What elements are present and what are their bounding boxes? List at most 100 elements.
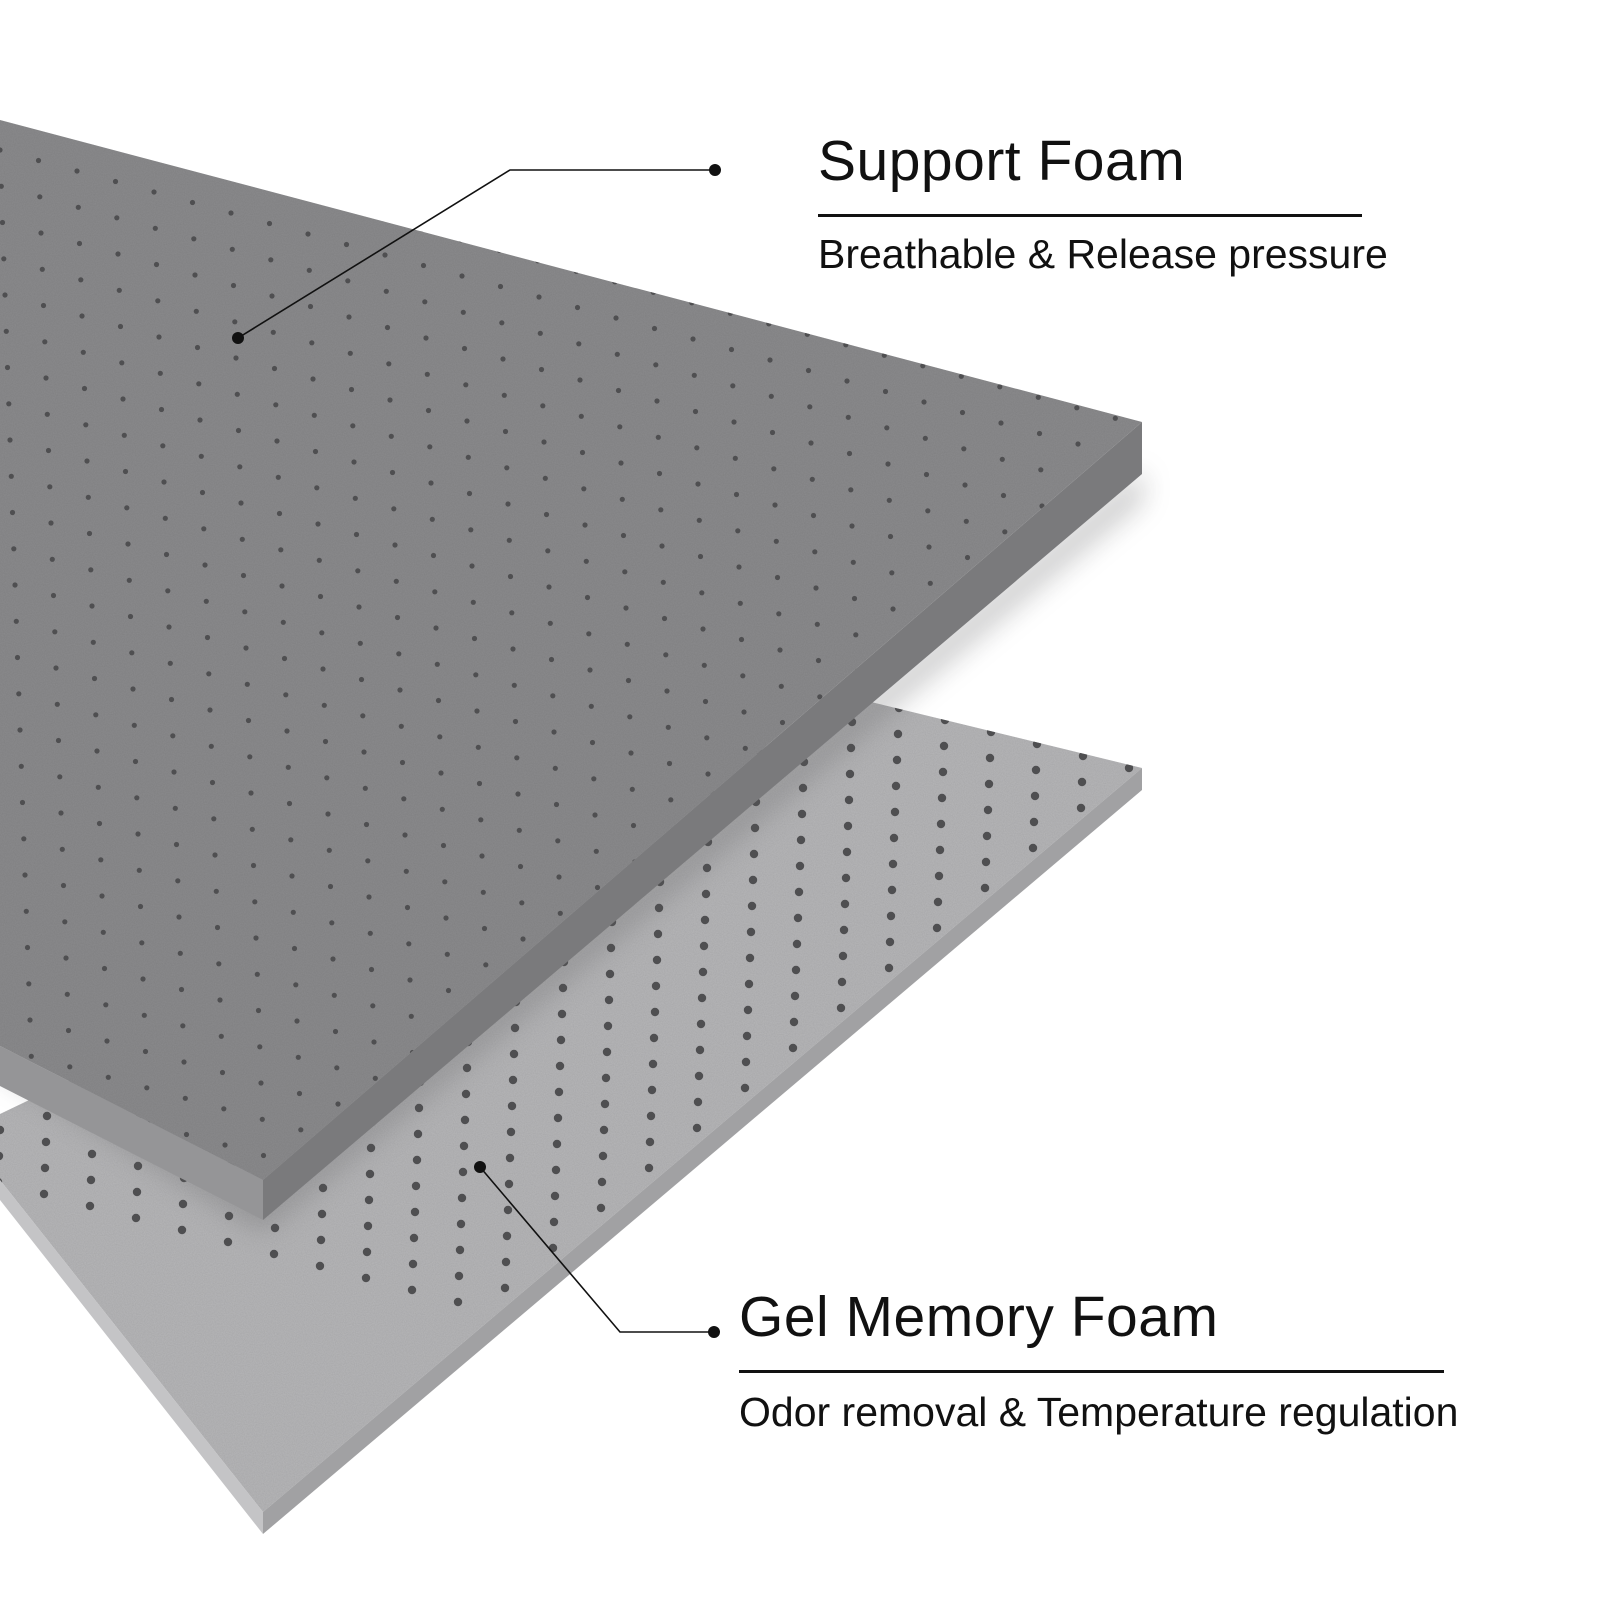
perforation-hole bbox=[37, 194, 43, 200]
perforation-hole bbox=[1156, 571, 1161, 576]
perforation-hole bbox=[1118, 919, 1128, 929]
perforation-hole bbox=[730, 1343, 740, 1353]
perforation-hole bbox=[1116, 971, 1126, 981]
perforation-hole bbox=[1018, 1000, 1024, 1006]
perforation-hole bbox=[646, 1111, 656, 1121]
perforation-hole bbox=[550, 1191, 560, 1201]
perforation-hole bbox=[207, 707, 213, 713]
perforation-hole bbox=[419, 226, 425, 232]
perforation-hole bbox=[623, 605, 629, 611]
perforation-hole bbox=[76, 1318, 81, 1323]
perforation-hole bbox=[219, 1069, 226, 1076]
perforation-hole bbox=[253, 935, 259, 941]
perforation-hole bbox=[331, 992, 337, 998]
perforation-hole bbox=[87, 1149, 97, 1159]
perforation-hole bbox=[461, 1423, 466, 1428]
perforation-hole bbox=[196, 1494, 201, 1499]
perforation-hole bbox=[23, 908, 29, 914]
perforation-hole bbox=[1066, 1063, 1076, 1073]
perforation-hole bbox=[104, 1038, 110, 1044]
perforation-hole bbox=[651, 981, 661, 991]
perforation-hole bbox=[556, 1035, 566, 1045]
perforation-hole bbox=[538, 366, 545, 373]
perforation-hole bbox=[249, 826, 255, 832]
perforation-hole bbox=[214, 924, 221, 931]
perforation-hole bbox=[937, 793, 947, 803]
perforation-hole bbox=[314, 485, 320, 491]
perforation-hole bbox=[555, 1061, 565, 1071]
perforation-hole bbox=[17, 727, 23, 733]
perforation-hole bbox=[471, 635, 478, 642]
perforation-hole bbox=[594, 884, 601, 891]
perforation-hole bbox=[552, 765, 558, 771]
perforation-hole bbox=[216, 961, 222, 967]
perforation-hole bbox=[152, 225, 158, 231]
perforation-hole bbox=[178, 986, 185, 993]
perforation-hole bbox=[1015, 927, 1022, 934]
perforation-hole bbox=[768, 1471, 773, 1476]
perforation-hole bbox=[831, 1133, 841, 1143]
support-foam-leader-line bbox=[237, 169, 715, 339]
perforation-hole bbox=[237, 464, 243, 470]
perforation-hole bbox=[625, 677, 632, 684]
perforation-hole bbox=[645, 1137, 655, 1147]
perforation-hole bbox=[1156, 1166, 1164, 1174]
perforation-hole bbox=[462, 1063, 472, 1073]
perforation-hole bbox=[629, 786, 635, 792]
perforation-hole bbox=[461, 345, 468, 352]
perforation-hole bbox=[159, 1520, 164, 1525]
perforation-hole bbox=[720, 1206, 725, 1211]
perforation-hole bbox=[875, 1197, 885, 1207]
perforation-hole bbox=[1124, 763, 1134, 773]
perforation-hole bbox=[879, 1093, 889, 1103]
perforation-hole bbox=[302, 158, 309, 165]
perforation-hole bbox=[132, 758, 139, 765]
perforation-hole bbox=[387, 397, 393, 403]
perforation-hole bbox=[208, 743, 214, 749]
perforation-hole bbox=[437, 734, 443, 740]
perforation-hole bbox=[456, 1219, 466, 1229]
perforation-hole bbox=[365, 1169, 375, 1179]
perforation-hole bbox=[880, 316, 886, 322]
perforation-hole bbox=[37, 1307, 42, 1312]
perforation-hole bbox=[363, 1221, 373, 1231]
perforation-hole bbox=[615, 387, 622, 394]
perforation-hole bbox=[841, 305, 848, 312]
perforation-hole bbox=[939, 741, 949, 751]
perforation-hole bbox=[963, 518, 969, 524]
perforation-hole bbox=[202, 562, 208, 568]
perforation-hole bbox=[206, 671, 212, 677]
perforation-hole bbox=[877, 1145, 887, 1155]
support-foam-subtitle: Breathable & Release pressure bbox=[818, 231, 1388, 277]
perforation-hole bbox=[286, 800, 293, 807]
perforation-hole bbox=[640, 1267, 650, 1277]
perforation-hole bbox=[649, 253, 655, 259]
perforation-hole bbox=[121, 1510, 126, 1515]
perforation-hole bbox=[1051, 865, 1058, 872]
perforation-hole bbox=[1077, 777, 1087, 787]
perforation-hole bbox=[725, 1351, 730, 1356]
perforation-hole bbox=[892, 755, 902, 765]
perforation-hole bbox=[125, 541, 131, 547]
perforation-hole bbox=[0, 183, 4, 189]
perforation-hole bbox=[540, 1516, 545, 1521]
perforation-hole bbox=[285, 764, 291, 770]
perforation-hole bbox=[652, 955, 662, 965]
perforation-hole bbox=[45, 447, 52, 454]
perforation-hole bbox=[572, 232, 578, 238]
perforation-hole bbox=[255, 1007, 262, 1014]
perforation-hole bbox=[927, 1053, 937, 1063]
perforation-hole bbox=[553, 1113, 563, 1123]
perforation-hole bbox=[887, 885, 897, 895]
perforation-hole bbox=[80, 1427, 85, 1432]
perforation-hole bbox=[14, 654, 21, 661]
perforation-hole bbox=[943, 1051, 950, 1058]
perforation-hole bbox=[655, 1512, 660, 1517]
perforation-hole bbox=[383, 288, 389, 294]
perforation-hole bbox=[42, 1452, 47, 1457]
perforation-hole bbox=[175, 878, 181, 884]
perforation-hole bbox=[155, 298, 161, 304]
perforation-hole bbox=[0, 1151, 4, 1161]
perforation-hole bbox=[961, 446, 967, 452]
perforation-hole bbox=[587, 667, 593, 673]
